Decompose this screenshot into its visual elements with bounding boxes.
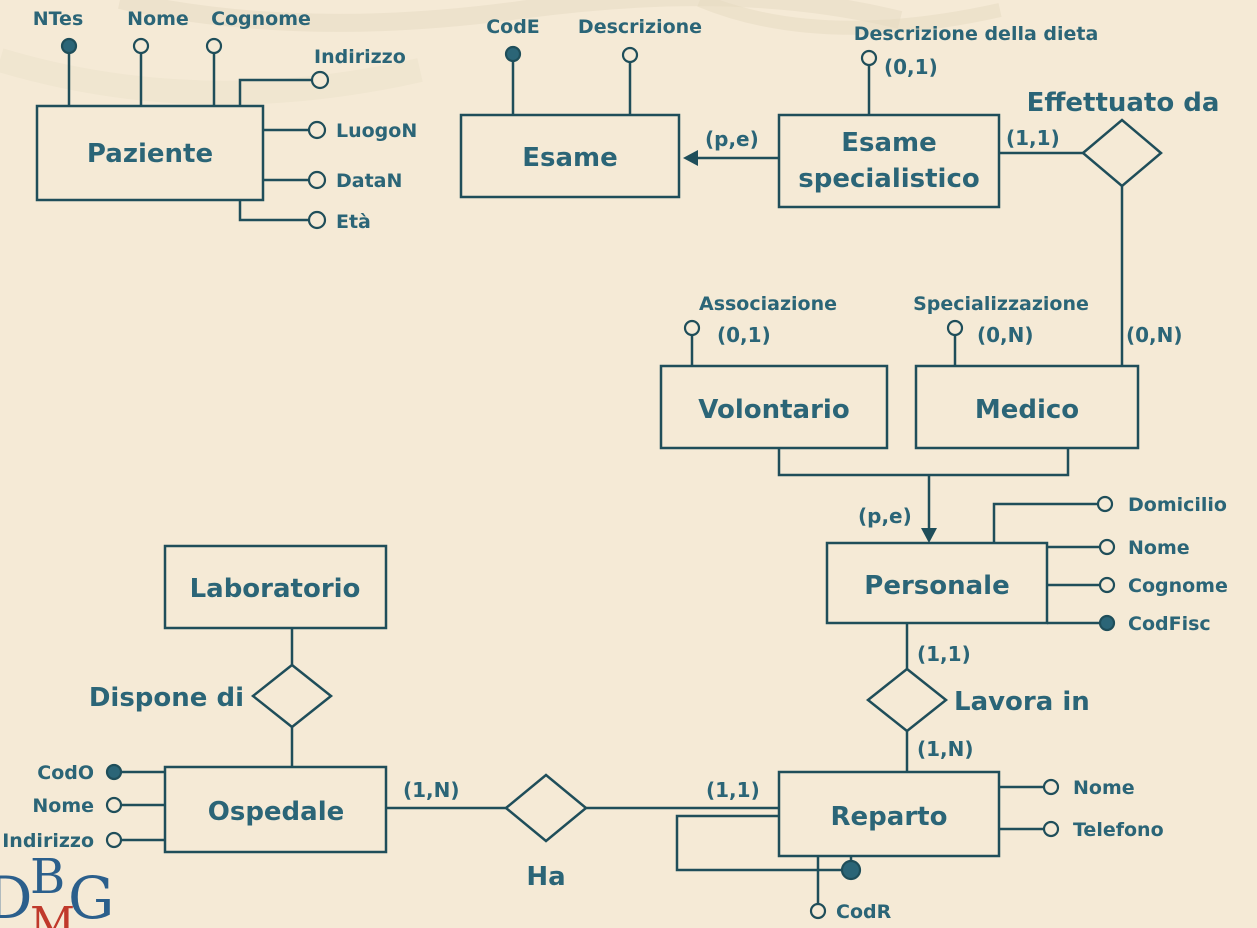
card-effettuato-medico: (0,N)	[1126, 323, 1183, 347]
attribute-marker	[1042, 820, 1060, 838]
card-specializzazione: (0,N)	[977, 323, 1034, 347]
attr-personale-nome: Nome	[1128, 537, 1190, 559]
logo-letter-d: D	[0, 864, 33, 928]
attribute-marker	[105, 831, 123, 849]
card-lavora-reparto: (1,N)	[917, 737, 974, 761]
key-attribute-marker	[105, 763, 123, 781]
attr-paziente-indirizzo: Indirizzo	[314, 46, 406, 68]
card-personale-gen: (p,e)	[858, 504, 912, 528]
card-effettuato-esame: (1,1)	[1006, 126, 1060, 150]
relationship-dispone-di	[250, 663, 334, 729]
attribute-marker	[105, 796, 123, 814]
relationship-lavora-in-label: Lavora in	[954, 687, 1090, 717]
attribute-marker	[683, 319, 701, 337]
entity-paziente-label: Paziente	[87, 139, 213, 169]
attr-medico-specializzazione: Specializzazione	[913, 293, 1089, 315]
key-attribute-marker	[1098, 614, 1116, 632]
entity-esame-specialistico: Esame specialistico	[777, 113, 1001, 209]
attr-paziente-nome: Nome	[127, 8, 189, 30]
attr-ospedale-indirizzo: Indirizzo	[2, 830, 94, 852]
attr-personale-cognome: Cognome	[1128, 575, 1228, 597]
card-ha-reparto: (1,1)	[706, 778, 760, 802]
entity-medico-label: Medico	[975, 395, 1079, 425]
card-esame-gen: (p,e)	[705, 127, 759, 151]
attr-reparto-nome: Nome	[1073, 777, 1135, 799]
entity-medico: Medico	[914, 364, 1140, 450]
key-attribute-marker	[60, 37, 78, 55]
entity-laboratorio-label: Laboratorio	[190, 574, 361, 604]
attribute-marker	[205, 37, 223, 55]
entity-volontario-label: Volontario	[698, 395, 849, 425]
card-dieta: (0,1)	[884, 55, 938, 79]
attr-volontario-associazione: Associazione	[699, 293, 837, 315]
dbmg-logo: D B M G	[0, 849, 114, 928]
entity-personale: Personale	[825, 541, 1049, 625]
logo-letter-g: G	[68, 864, 114, 928]
attr-reparto-telefono: Telefono	[1073, 819, 1164, 841]
generalization-arrow	[921, 528, 937, 543]
card-lavora-personale: (1,1)	[917, 642, 971, 666]
entity-personale-label: Personale	[864, 571, 1009, 601]
generalization-arrow	[683, 150, 698, 166]
attr-esame-descrizione: Descrizione	[578, 16, 702, 38]
attr-esame-specialistico-dieta: Descrizione della dieta	[854, 23, 1099, 45]
attribute-marker	[132, 37, 150, 55]
entity-esame-specialistico-label-1: Esame	[841, 128, 937, 158]
entity-laboratorio: Laboratorio	[163, 544, 388, 630]
attr-personale-domicilio: Domicilio	[1128, 494, 1227, 516]
entity-paziente: Paziente	[35, 104, 265, 202]
relationship-lavora-in	[865, 667, 949, 733]
entity-esame-specialistico-label-2: specialistico	[798, 164, 980, 194]
attribute-marker	[1098, 538, 1116, 556]
attribute-marker	[1098, 576, 1116, 594]
key-attribute-marker	[504, 45, 522, 63]
attr-paziente-luogon: LuogoN	[336, 120, 417, 142]
relationship-ha	[504, 773, 588, 843]
entity-volontario: Volontario	[659, 364, 889, 450]
entity-reparto-label: Reparto	[831, 802, 948, 832]
attribute-marker	[310, 70, 330, 90]
attribute-marker	[1042, 778, 1060, 796]
attribute-marker	[307, 210, 327, 230]
relationship-ha-label: Ha	[526, 862, 565, 892]
entity-reparto: Reparto	[777, 770, 1001, 858]
entity-esame: Esame	[459, 113, 681, 199]
entity-esame-label: Esame	[522, 143, 618, 173]
logo-letter-m: M	[30, 898, 75, 928]
attr-paziente-ntes: NTes	[33, 8, 84, 30]
attribute-marker	[946, 319, 964, 337]
card-associazione: (0,1)	[717, 323, 771, 347]
attribute-marker	[621, 46, 639, 64]
attr-ospedale-nome: Nome	[32, 795, 94, 817]
logo-letter-b: B	[30, 849, 65, 905]
attribute-marker	[307, 120, 327, 140]
attr-ospedale-codo: CodO	[37, 762, 94, 784]
attribute-marker	[860, 49, 878, 67]
relationship-effettuato-da-label: Effettuato da	[1027, 88, 1220, 118]
attribute-marker	[809, 902, 827, 920]
attr-paziente-eta: Età	[336, 211, 371, 233]
attr-personale-codfisc: CodFisc	[1128, 613, 1211, 635]
card-ha-ospedale: (1,N)	[403, 778, 460, 802]
attribute-marker	[307, 170, 327, 190]
entity-ospedale-label: Ospedale	[208, 797, 345, 827]
key-attribute-marker	[840, 859, 862, 881]
relationship-dispone-di-label: Dispone di	[89, 683, 244, 713]
attr-reparto-codr: CodR	[836, 901, 892, 923]
relationship-effettuato-da	[1081, 118, 1163, 188]
attribute-marker	[1096, 495, 1114, 513]
attr-paziente-datan: DataN	[336, 170, 402, 192]
entity-ospedale: Ospedale	[163, 765, 388, 854]
attr-esame-code: CodE	[486, 16, 540, 38]
attr-paziente-cognome: Cognome	[211, 8, 311, 30]
